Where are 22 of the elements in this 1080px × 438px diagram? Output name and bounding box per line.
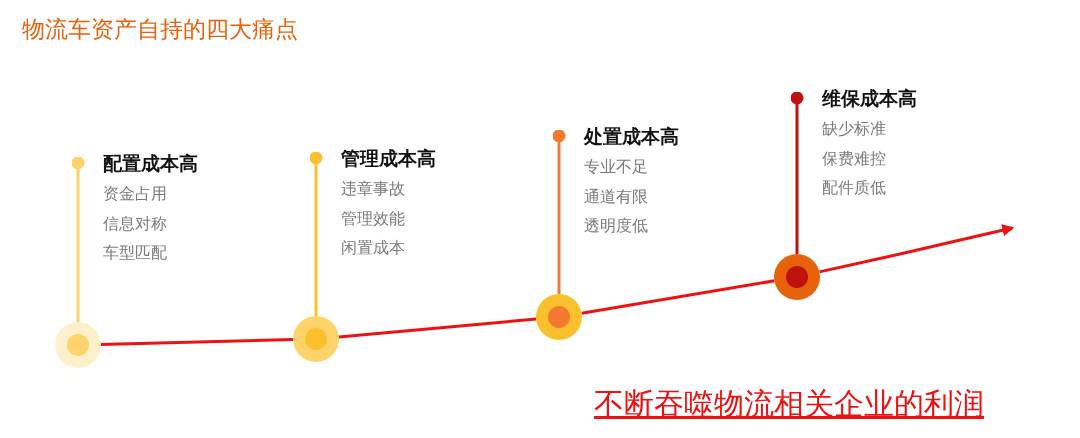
timeline-circle [536,294,582,340]
pain-point-item: 闲置成本 [341,238,406,258]
conclusion-note: 不断吞噬物流相关企业的利润 [594,385,984,423]
pain-point-heading: 维保成本高 [822,86,917,111]
pain-point-item: 车型匹配 [103,243,168,263]
timeline-circle [774,254,820,300]
pain-point-item: 保费难控 [822,148,887,169]
pain-point-item: 专业不足 [584,157,649,177]
pain-point-item: 管理效能 [341,208,406,229]
pain-point-item: 资金占用 [103,184,168,204]
pain-point-item: 配件质低 [822,178,887,198]
pain-point-item: 缺少标准 [822,119,887,139]
timeline-circle [55,322,101,368]
diagram-title: 物流车资产自持的四大痛点 [22,15,298,44]
pain-point-heading: 配置成本高 [103,151,198,176]
pain-point-item: 通道有限 [584,186,649,207]
pain-point-heading: 处置成本高 [584,124,679,149]
pain-point-item: 违章事故 [341,179,406,199]
pain-point-item: 透明度低 [584,216,649,236]
timeline-circle [293,316,339,362]
pain-point-item: 信息对称 [103,213,168,234]
pain-point-heading: 管理成本高 [341,146,436,171]
